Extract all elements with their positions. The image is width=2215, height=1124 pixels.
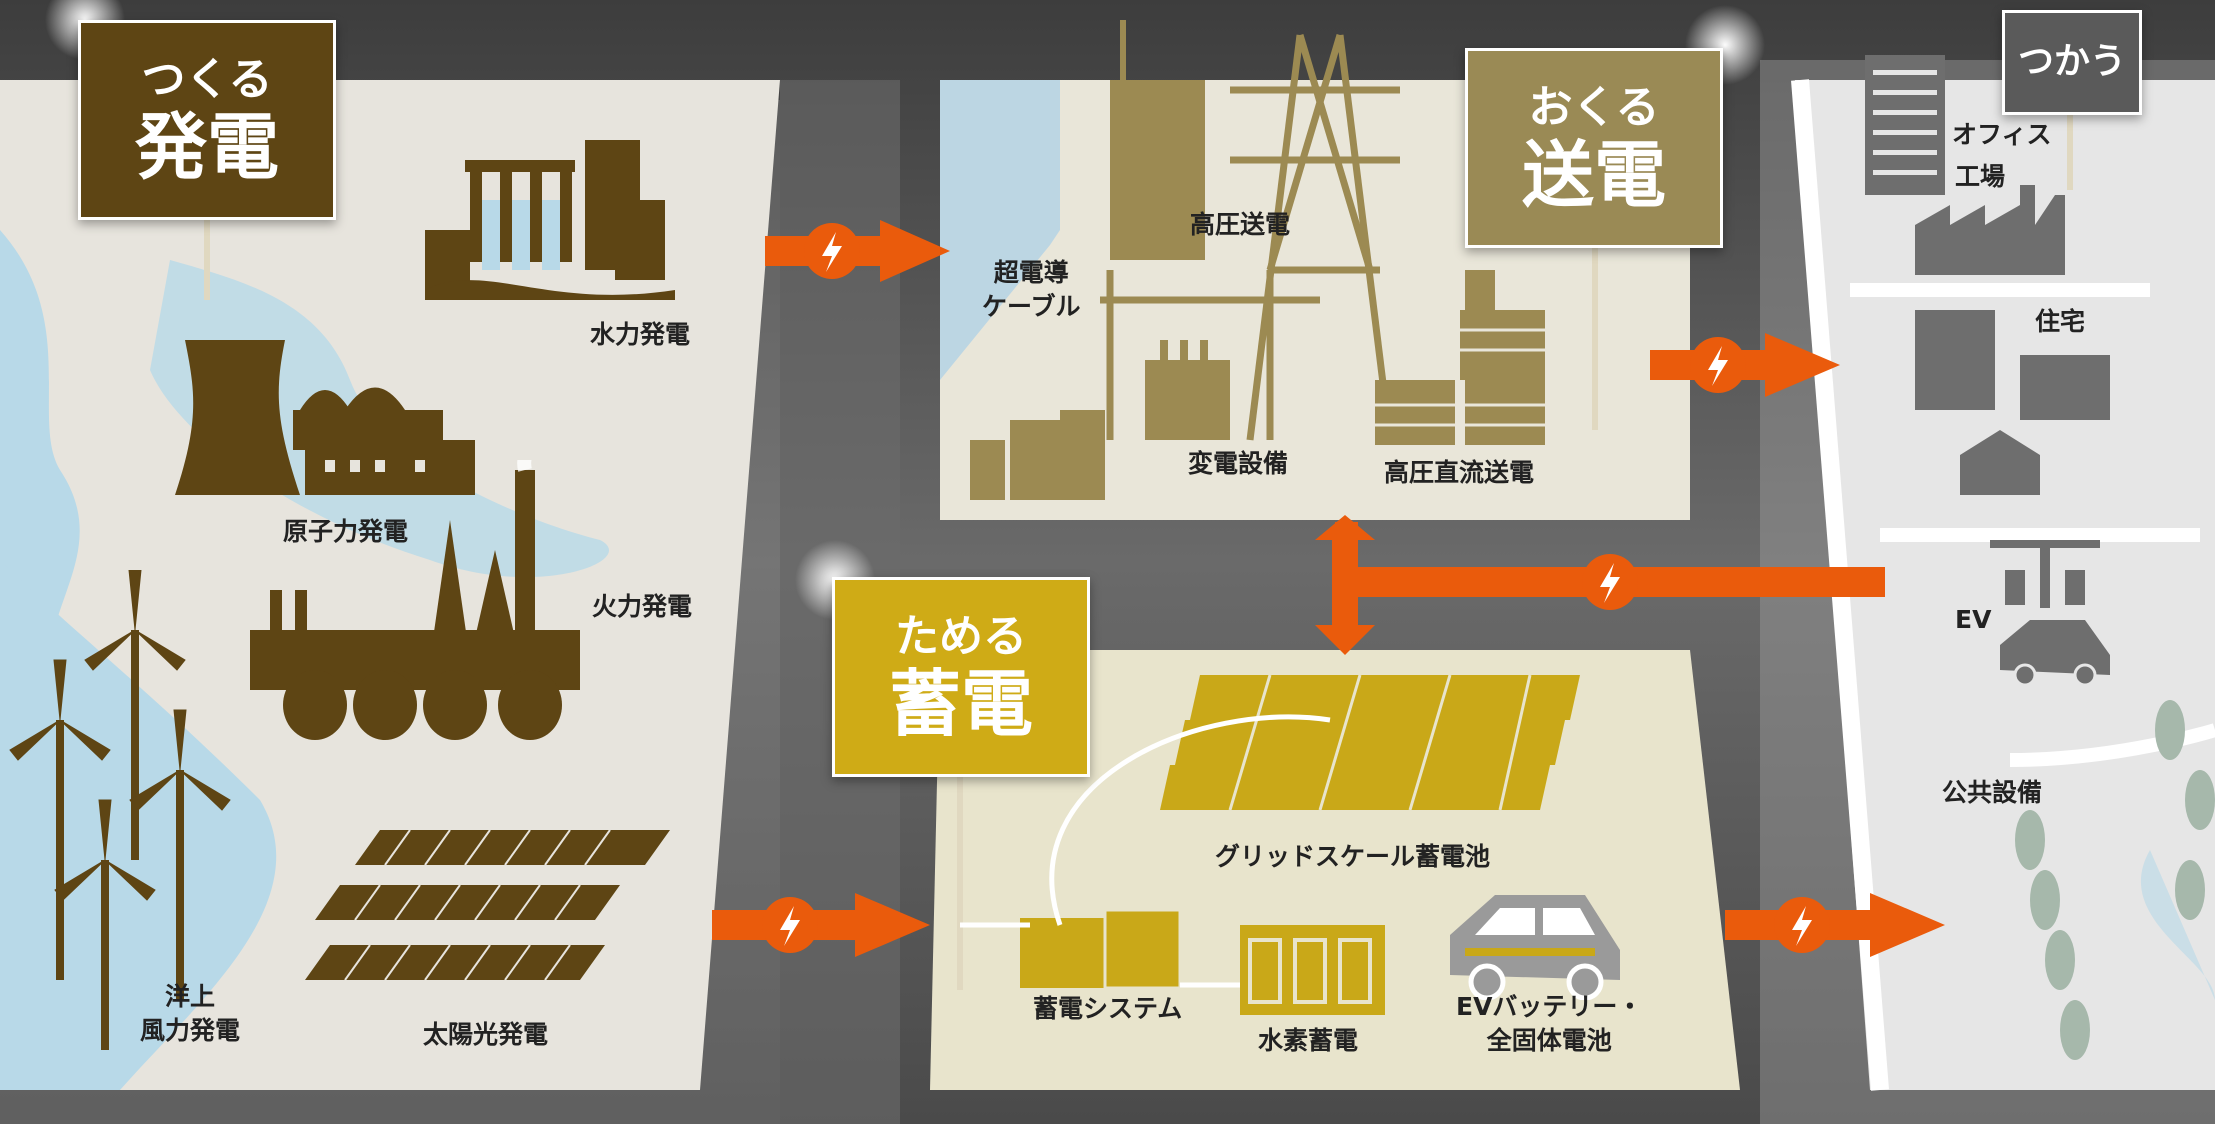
sign-usage: つかう [2002,10,2142,115]
ev-car-icon-usage [2000,620,2110,685]
label-hydrogen: 水素蓄電 [1258,1026,1359,1055]
nuclear-plant-icon [175,340,475,495]
label-high-voltage: 高圧送電 [1190,210,1291,239]
label-substation: 変電設備 [1188,449,1289,478]
sign-storage: ためる 蓄電 [832,577,1090,777]
label-storage-system: 蓄電システム [1033,994,1183,1023]
tree-icon [2015,700,2215,1060]
wind-turbine-icon [9,570,231,1050]
charging-station-icon [1990,540,2100,608]
office-building-icon [1865,55,1945,195]
label-solar: 太陽光発電 [423,1020,549,1049]
solar-panel-icon [305,829,670,981]
label-grid-scale: グリッドスケール蓄電池 [1215,842,1491,871]
sign-generation-verb: つくる [141,54,273,105]
label-housing: 住宅 [2035,307,2086,336]
hydro-dam-icon [425,140,675,300]
label-offshore-wind: 洋上 風力発電 [140,980,240,1048]
label-thermal: 火力発電 [592,592,693,621]
label-hydro: 水力発電 [590,320,691,349]
label-office: オフィス [1952,120,2052,149]
sign-generation-noun: 発電 [134,105,279,189]
thermal-plant-icon [250,460,580,740]
hydrogen-tank-icon [1240,925,1385,1015]
label-superconducting-line1: 超電導 [993,258,1069,287]
label-ev-battery-line1: EVバッテリー・ [1456,992,1643,1021]
factory-icon [1915,185,2065,275]
label-ev-battery-line2: 全固体電池 [1486,1026,1612,1055]
label-hvdc: 高圧直流送電 [1384,458,1535,487]
label-public: 公共設備 [1942,778,2043,807]
label-ev: EV [1955,605,1992,634]
label-offshore-wind-line1: 洋上 [165,982,216,1011]
sign-transmission-noun: 送電 [1521,133,1666,217]
ev-car-icon [1450,895,1620,1000]
label-superconducting-line2: ケーブル [982,292,1081,321]
label-ev-battery: EVバッテリー・ 全固体電池 [1456,990,1642,1058]
label-offshore-wind-line2: 風力発電 [140,1016,241,1045]
label-nuclear: 原子力発電 [283,517,409,546]
storage-system-icon [1020,910,1182,990]
transmission-tower-icon [1100,20,1400,441]
label-factory: 工場 [1955,162,2006,191]
sign-transmission-verb: おくる [1528,82,1660,133]
sign-transmission: おくる 送電 [1465,48,1723,248]
label-superconducting-cable: 超電導 ケーブル [982,256,1081,324]
sign-storage-verb: ためる [895,611,1027,662]
battery-icon [1160,675,1580,811]
sign-generation: つくる 発電 [78,20,336,220]
house-icon [1915,310,2110,495]
sign-usage-verb: つかう [2017,41,2126,82]
sign-storage-noun: 蓄電 [888,662,1033,746]
substation-icon [970,340,1230,500]
hvdc-icon [1375,270,1545,445]
